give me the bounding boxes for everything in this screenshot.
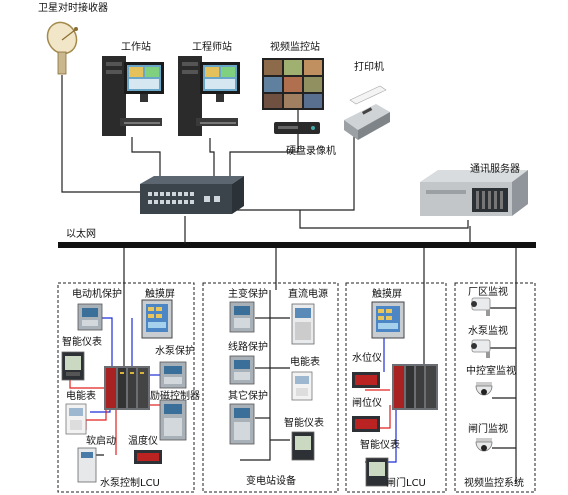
- substation-smart-meter-icon: [291, 431, 315, 461]
- gate-touchscreen-icon: [371, 301, 405, 339]
- smart-meter-icon: [61, 351, 85, 381]
- comm-server-label: 通讯服务器: [470, 164, 520, 175]
- gate-monitor-label: 闸门监视: [468, 424, 508, 435]
- workstation-pc-icon: [102, 56, 164, 136]
- printer-icon: [344, 85, 390, 140]
- motor-protection-device-icon: [77, 303, 103, 331]
- ethernet-label: 以太网: [66, 229, 96, 240]
- temperature-meter-icon: [134, 450, 162, 464]
- video-system-title: 视频监控系统: [464, 478, 524, 489]
- water-level-meter-icon: [352, 372, 380, 388]
- pump-monitor-label: 水泵监视: [468, 326, 508, 337]
- pump-lcu-label: 水泵控制LCU: [100, 478, 160, 489]
- video-links: [488, 307, 516, 449]
- excitation-controller-icon: [159, 399, 187, 441]
- control-room-dome-camera-icon: [475, 382, 493, 396]
- printer-label: 打印机: [354, 62, 384, 73]
- dvr-label: 硬盘录像机: [286, 146, 336, 157]
- touchscreen-icon: [141, 299, 173, 339]
- energy-meter-label: 电能表: [66, 391, 96, 402]
- pump-lcu-plc-icon: [104, 366, 150, 410]
- other-protection-icon: [229, 403, 255, 445]
- substation-title: 变电站设备: [246, 476, 296, 487]
- substation-links: [240, 290, 290, 461]
- gate-dome-camera-icon: [475, 438, 493, 452]
- dvr-icon: [274, 122, 320, 134]
- other-protection-label: 其它保护: [228, 391, 268, 402]
- satellite-dish-icon: [46, 21, 78, 75]
- pump-camera-icon: [471, 339, 491, 358]
- main-transformer-protection-icon: [229, 301, 255, 333]
- substation-energy-meter-label: 电能表: [290, 357, 320, 368]
- comm-server-icon: [420, 170, 528, 216]
- ethernet-bus: [58, 242, 536, 248]
- satellite-label: 卫星对时接收器: [38, 3, 108, 14]
- motor-protection-label: 电动机保护: [72, 289, 122, 300]
- substation-energy-meter-icon: [291, 371, 313, 401]
- gate-lcu-plc-icon: [392, 364, 438, 410]
- gate-lcu-label: 闸门LCU: [386, 478, 426, 489]
- line-protection-label: 线路保护: [228, 342, 268, 353]
- gate-position-label: 闸位仪: [352, 398, 382, 409]
- video-station-label: 视频监控站: [270, 42, 320, 53]
- plant-camera-icon: [471, 297, 491, 316]
- gate-smart-meter-label: 智能仪表: [360, 440, 400, 451]
- main-transformer-label: 主变保护: [228, 289, 268, 300]
- engineer-station-pc-icon: [178, 56, 240, 136]
- workstation-label: 工作站: [121, 42, 151, 53]
- energy-meter-icon: [65, 403, 87, 435]
- dc-power-label: 直流电源: [288, 289, 328, 300]
- dc-power-icon: [291, 303, 315, 345]
- gate-position-meter-icon: [352, 416, 380, 432]
- plant-monitor-label: 厂区监视: [468, 287, 508, 298]
- line-protection-icon: [229, 355, 255, 385]
- smart-meter-label: 智能仪表: [62, 337, 102, 348]
- engineer-station-label: 工程师站: [192, 42, 232, 53]
- soft-starter-icon: [77, 447, 97, 483]
- group-boxes: [57, 282, 536, 493]
- soft-start-label: 软启动: [86, 436, 116, 447]
- temp-meter-label: 温度仪: [128, 436, 158, 447]
- control-room-monitor-label: 中控室监视: [466, 366, 516, 377]
- pump-protection-device-icon: [159, 361, 187, 389]
- video-wall-icon: [262, 58, 324, 110]
- excitation-label: 励磁控制器: [150, 391, 200, 402]
- gate-smart-meter-icon: [365, 457, 389, 487]
- water-level-label: 水位仪: [352, 353, 382, 364]
- network-switch-icon: [140, 176, 244, 214]
- top-links: [61, 75, 471, 244]
- gate-touchscreen-label: 触摸屏: [372, 289, 402, 300]
- touchscreen-label: 触摸屏: [145, 289, 175, 300]
- bus-drops: [123, 248, 517, 483]
- pump-protection-label: 水泵保护: [155, 346, 195, 357]
- substation-smart-meter-label: 智能仪表: [284, 418, 324, 429]
